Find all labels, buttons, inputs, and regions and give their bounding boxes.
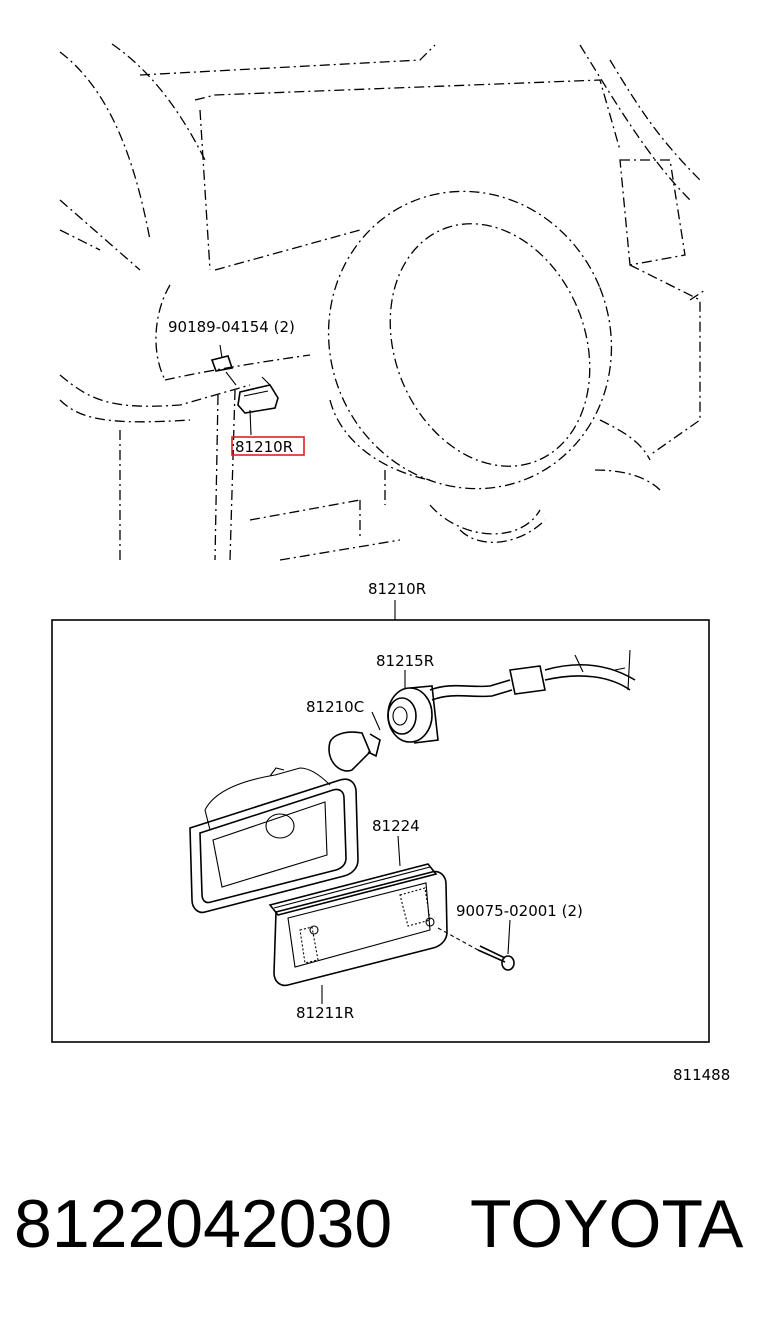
label-bulb: 81210C [306,698,364,716]
label-assembly-top: 81210R [235,438,293,456]
label-screw: 90075-02001 (2) [456,902,583,920]
socket-part [387,685,439,744]
wire-harness [429,649,636,701]
reflector-part-small [237,376,279,436]
screw-part [437,927,515,971]
label-gasket: 81224 [372,817,420,835]
label-socket: 81215R [376,652,434,670]
brand-name: TOYOTA [470,1186,744,1262]
exploded-view-frame [51,619,710,1043]
figure-number: 811488 [673,1066,730,1084]
label-assembly-header: 81210R [368,580,426,598]
part-number: 8122042030 [14,1186,393,1262]
lens-part [273,870,448,987]
bulb-part [328,731,381,772]
label-clip: 90189-04154 (2) [168,318,295,336]
clip-part-small [210,344,237,386]
highlight-box [231,436,305,456]
housing-part [189,767,359,914]
vehicle-rear-outline [59,43,706,561]
label-lens: 81211R [296,1004,354,1022]
